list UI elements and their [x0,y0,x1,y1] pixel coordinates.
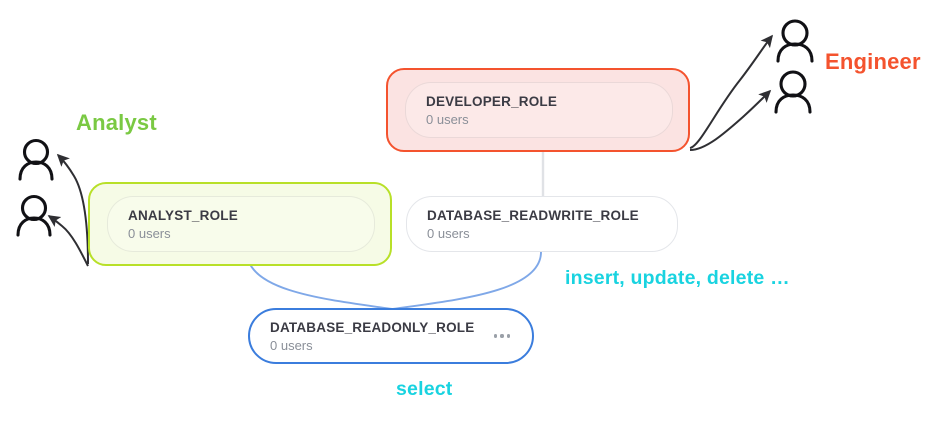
node-title: DATABASE_READWRITE_ROLE [427,207,639,223]
annotation-insert-update-delete: insert, update, delete … [565,267,790,289]
arrow-analyst-user-1 [56,153,89,265]
highlight-frame-developer [386,68,690,152]
role-node-analyst[interactable]: ANALYST_ROLE 0 users [107,196,375,252]
node-text: DATABASE_READWRITE_ROLE 0 users [427,208,657,241]
role-node-database-readonly[interactable]: DATABASE_READONLY_ROLE 0 users [248,308,534,364]
node-title: ANALYST_ROLE [128,207,238,223]
person-icon [16,194,52,237]
highlight-frame-analyst [88,182,392,266]
arrow-developer-user-2 [689,89,772,151]
more-horizontal-icon[interactable] [492,330,512,341]
arrow-analyst-user-2 [47,215,89,267]
dot [506,334,510,338]
node-text: DATABASE_READONLY_ROLE 0 users [270,320,482,353]
person-icon [776,19,814,63]
person-icon [18,138,54,181]
person-icon [774,70,812,114]
node-user-count: 0 users [270,337,313,353]
dot [500,334,504,338]
node-title: DEVELOPER_ROLE [426,93,558,109]
role-node-database-readwrite[interactable]: DATABASE_READWRITE_ROLE 0 users [406,196,678,252]
role-node-developer[interactable]: DEVELOPER_ROLE 0 users [405,82,673,138]
node-text: ANALYST_ROLE 0 users [128,208,354,241]
edge-readwrite-readonly [392,251,542,310]
node-user-count: 0 users [426,111,469,127]
node-title: DATABASE_READONLY_ROLE [270,319,475,335]
dot [493,334,498,338]
arrow-developer-user-1 [689,34,773,149]
node-user-count: 0 users [427,225,470,241]
node-user-count: 0 users [128,225,171,241]
node-text: DEVELOPER_ROLE 0 users [426,94,652,127]
annotation-analyst: Analyst [76,110,157,135]
annotation-engineer: Engineer [825,49,921,74]
annotation-select: select [396,378,453,400]
